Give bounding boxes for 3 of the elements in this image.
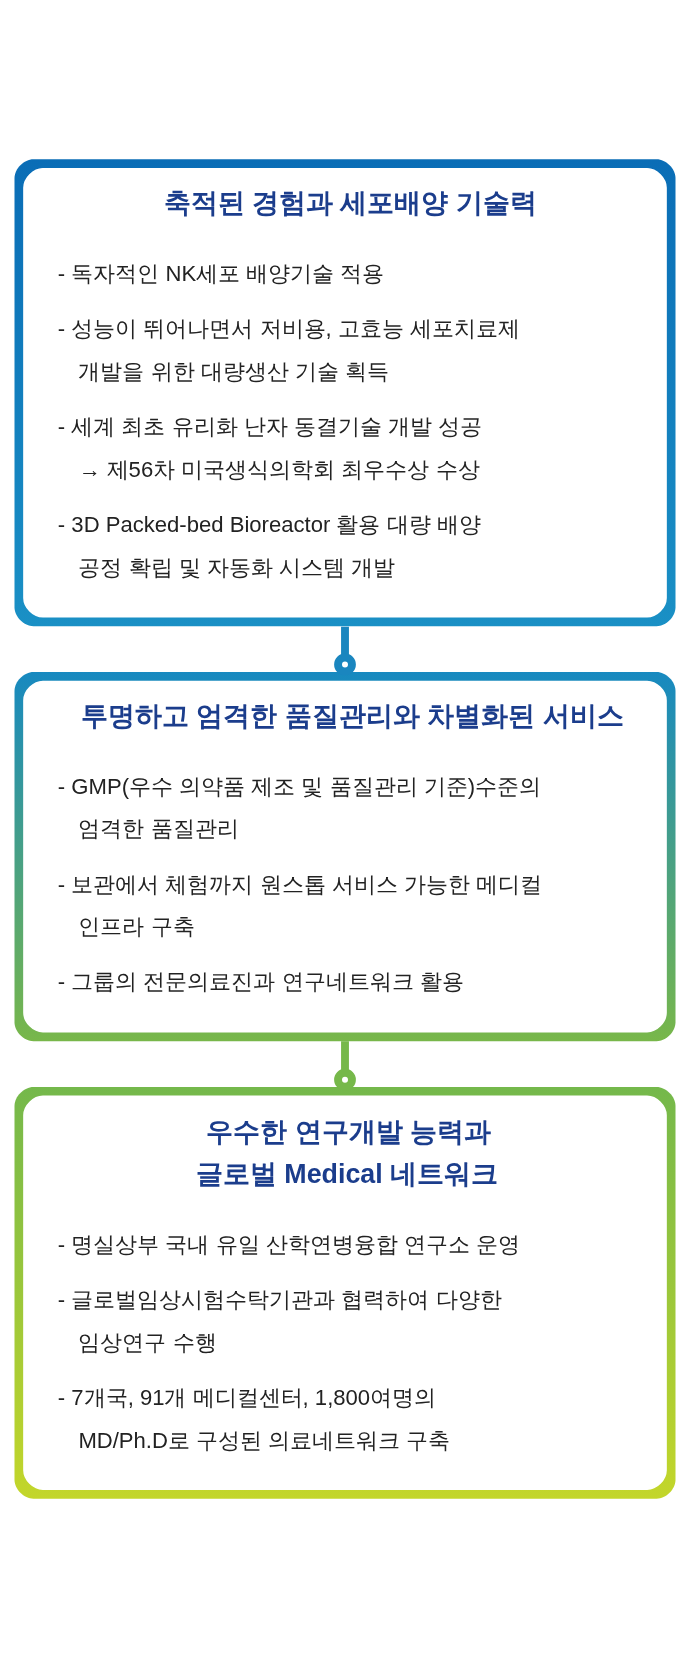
node-box: 투명하고 엄격한 품질관리와 차별화된 서비스 - GMP(우수 의약품 제조 및 품질관리 기준)수준의 엄격한 품질관리 - 보관에서 체험까지 원스톱 서비스 가능한 메디컬 인프라 구축 - 그룹의 전문의료진과 연구네트워크 활용 [14,672,676,1042]
node-box: 우수한 연구개발 능력과 글로벌 Medical 네트워크 - 명실상부 국내 유일 산학연병융합 연구소 운영 - 글로벌임상시험수탁기관과 협력하여 다양한 임상연구 수행 - 7개국, 91개 메디컬센터, 1,800여명의 MD/Ph.D로 구성된 의료네트워크 구축 [14,1086,676,1499]
node-box: 축적된 경험과 세포배양 기술력 - 독자적인 NK세포 배양기술 적용 - 성능이 뛰어나면서 저비용, 고효능 세포치료제 개발을 위한 대량생산 기술 획득 - 세계 최초 유리화 난자 동결기술 개발 성공 → 제56차 미국생식의학회 최우수상 수상 - 3D Packed-bed Bioreactor 활용 대량 배양 공정 확립 및 자동화 시스템 개발 [14,159,676,627]
